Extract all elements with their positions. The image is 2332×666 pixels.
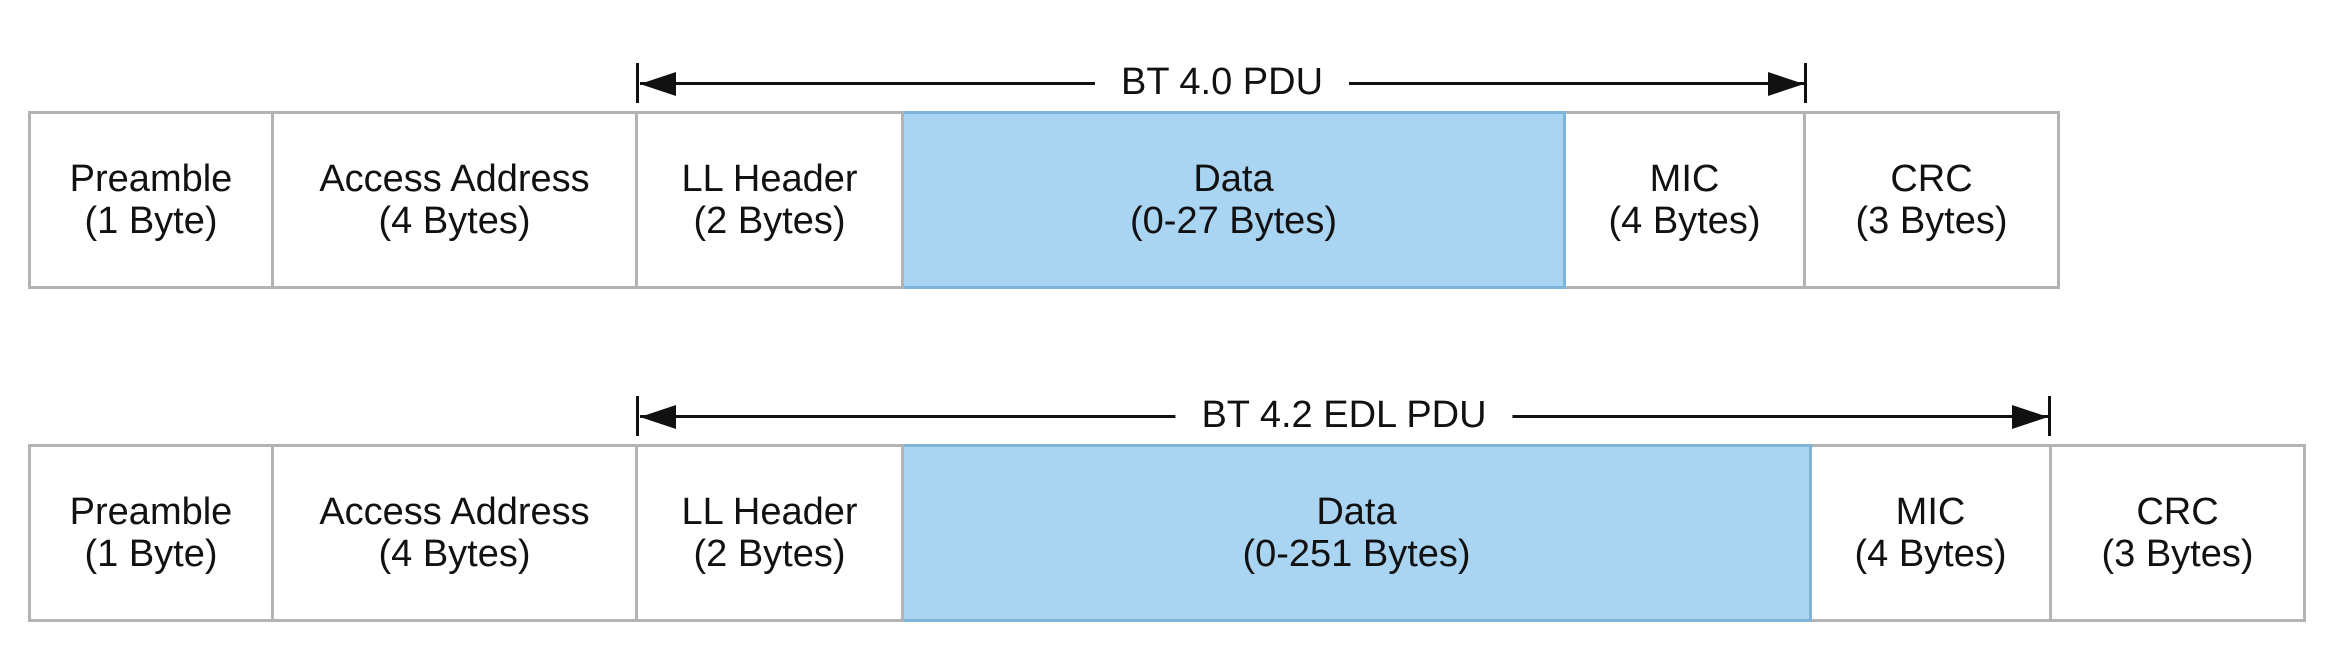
field-name: LL Header [681,158,858,200]
bt40-packet-diagram: BT 4.0 PDU Preamble (1 Byte) Access Addr… [0,0,2332,300]
field-access-address: Access Address (4 Bytes) [274,111,638,289]
bt42-edl-packet-diagram: BT 4.2 EDL PDU Preamble (1 Byte) Access … [0,333,2332,633]
field-data: Data (0-27 Bytes) [904,111,1566,289]
field-size: (1 Byte) [84,533,218,575]
pdu-span-start-tick [636,396,639,436]
field-size: (3 Bytes) [2101,533,2254,575]
field-data: Data (0-251 Bytes) [904,444,1812,622]
field-name: Data [1316,491,1397,533]
arrow-left-icon [640,405,676,429]
field-name: Access Address [319,491,590,533]
pdu-span-end-tick [1804,63,1807,103]
field-name: CRC [1890,158,1973,200]
pdu-span-label: BT 4.2 EDL PDU [1175,393,1513,437]
field-name: Preamble [69,158,233,200]
arrow-right-icon [2012,405,2048,429]
field-mic: MIC (4 Bytes) [1812,444,2052,622]
arrow-left-icon [640,72,676,96]
field-size: (4 Bytes) [378,200,531,242]
pdu-span-end-tick [2048,396,2051,436]
field-preamble: Preamble (1 Byte) [28,111,274,289]
field-preamble: Preamble (1 Byte) [28,444,274,622]
field-access-address: Access Address (4 Bytes) [274,444,638,622]
field-size: (0-27 Bytes) [1130,200,1337,242]
field-name: MIC [1649,158,1720,200]
field-crc: CRC (3 Bytes) [2052,444,2306,622]
field-ll-header: LL Header (2 Bytes) [638,111,904,289]
field-name: CRC [2136,491,2219,533]
arrow-right-icon [1768,72,1804,96]
pdu-span-start-tick [636,63,639,103]
field-mic: MIC (4 Bytes) [1566,111,1806,289]
field-size: (4 Bytes) [378,533,531,575]
field-size: (2 Bytes) [693,200,846,242]
field-size: (4 Bytes) [1854,533,2007,575]
field-ll-header: LL Header (2 Bytes) [638,444,904,622]
field-name: Preamble [69,491,233,533]
field-name: Access Address [319,158,590,200]
pdu-span-label: BT 4.0 PDU [1094,60,1350,104]
field-size: (1 Byte) [84,200,218,242]
field-size: (3 Bytes) [1855,200,2008,242]
field-size: (2 Bytes) [693,533,846,575]
field-crc: CRC (3 Bytes) [1806,111,2060,289]
field-name: Data [1193,158,1274,200]
field-size: (4 Bytes) [1608,200,1761,242]
field-name: LL Header [681,491,858,533]
field-name: MIC [1895,491,1966,533]
field-size: (0-251 Bytes) [1242,533,1471,575]
